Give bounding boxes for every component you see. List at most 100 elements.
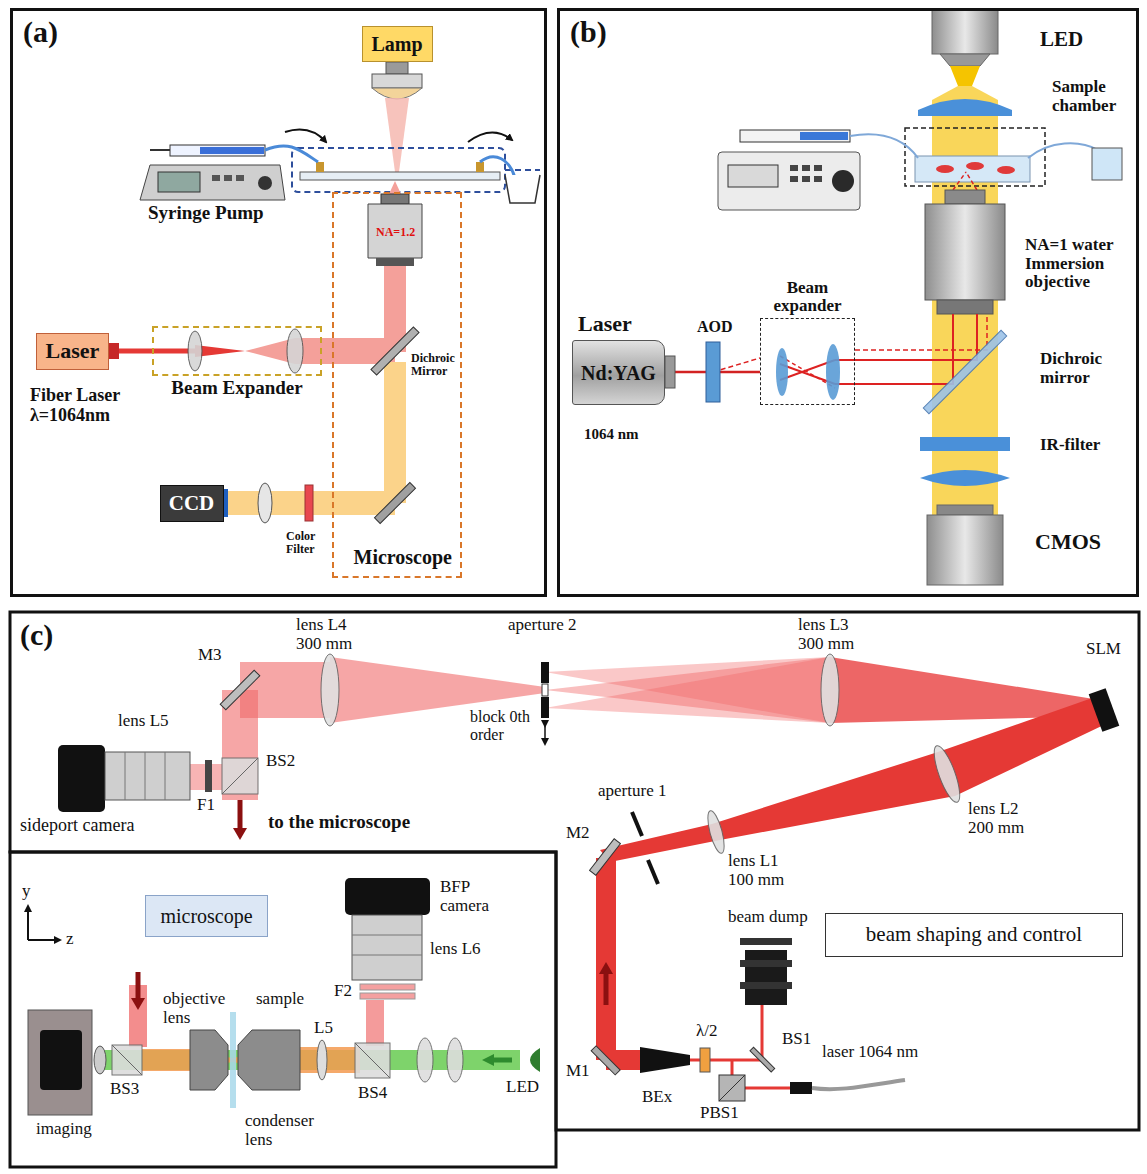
led-light — [950, 66, 980, 86]
camera-lens — [352, 915, 422, 980]
condenser-lens — [918, 99, 1012, 110]
syringe-liquid — [800, 132, 848, 140]
part-label: BFP camera — [440, 878, 502, 915]
beam-dump-fin — [740, 960, 792, 967]
pump-button — [224, 175, 232, 181]
color-filter — [305, 485, 313, 521]
part-label: lens L6 — [430, 940, 481, 959]
beam-splitter — [112, 1045, 142, 1075]
part-label: condenser lens — [245, 1112, 330, 1149]
part-label: LED — [506, 1078, 539, 1097]
lens — [821, 654, 839, 726]
box-heading: Beam expander — [768, 279, 848, 316]
mirror — [591, 1046, 620, 1075]
mirror — [374, 482, 415, 523]
part-label: Dichroic Mirror — [411, 352, 460, 378]
block — [542, 684, 548, 696]
beam-expander — [640, 1047, 690, 1073]
part-label: λ/2 — [696, 1022, 717, 1041]
part-label: y — [22, 882, 31, 901]
part-label: imaging — [36, 1120, 92, 1139]
laser-ray — [761, 1005, 764, 1060]
lens-ridge — [165, 752, 166, 800]
beam-splitter — [355, 1043, 390, 1078]
laser-ray — [745, 1087, 790, 1090]
part-label: lens L1 100 mm — [728, 852, 803, 889]
part-label: z — [66, 930, 74, 949]
lens — [188, 331, 202, 371]
lens — [705, 809, 728, 855]
laser-ray — [855, 314, 953, 384]
region-label: Microscope — [354, 546, 453, 568]
tube — [850, 134, 918, 158]
section-title: microscope — [160, 905, 252, 927]
tube-lens — [920, 470, 1010, 486]
direction-arrow — [136, 972, 141, 1004]
condenser-lens — [372, 88, 422, 99]
direction-arrow — [604, 968, 609, 1005]
lens — [321, 654, 339, 726]
fiber — [812, 1080, 905, 1089]
pump-button — [802, 165, 810, 171]
imaging-box — [28, 1010, 92, 1115]
diffraction-order — [545, 657, 830, 723]
cell — [997, 166, 1015, 174]
part-label: lens L4 300 mm — [296, 616, 371, 653]
lens-ridge — [352, 935, 422, 936]
part-label: Dichroic mirror — [1040, 350, 1125, 387]
part-label: Fiber Laser λ=1064nm — [30, 386, 150, 426]
part-label: lens L5 — [118, 712, 169, 731]
diffraction-order — [545, 657, 830, 723]
part-label: Laser — [578, 312, 632, 336]
pump-button — [236, 175, 244, 181]
laser-beam — [366, 1000, 384, 1046]
part-label: beam dump — [728, 908, 808, 927]
plunger — [150, 149, 170, 151]
lens — [94, 1046, 106, 1074]
axis — [27, 906, 29, 940]
tube — [1028, 143, 1098, 158]
objective-base — [376, 258, 414, 266]
laser-head: Nd:YAG — [572, 340, 665, 405]
outlet-pin — [476, 162, 484, 172]
aperture — [541, 697, 549, 718]
aperture — [541, 662, 549, 683]
tube — [265, 146, 318, 162]
part-label: block 0th order — [468, 708, 536, 743]
ir-filter — [920, 437, 1010, 451]
lens — [826, 344, 840, 400]
lens-ridge — [125, 752, 126, 800]
part-label: to the microscope — [268, 812, 410, 833]
inlet-pin — [316, 162, 324, 172]
objective — [925, 204, 1005, 300]
condenser — [372, 74, 422, 88]
image-beam — [384, 362, 406, 503]
axis — [28, 939, 60, 941]
aperture — [632, 812, 642, 836]
beam-connector — [224, 491, 333, 515]
section-title-box: beam shaping and control — [825, 913, 1123, 957]
led-housing — [932, 10, 998, 54]
lens — [317, 1040, 327, 1080]
part-label: Syringe Pump — [148, 203, 264, 224]
camera-box: CCD — [160, 485, 224, 522]
beaker — [1092, 148, 1122, 180]
part-label: aperture 2 — [508, 616, 576, 635]
fiber-connector — [790, 1082, 812, 1094]
dichroic-mirror — [923, 330, 1006, 413]
part-label: F2 — [334, 982, 352, 1001]
mirror — [220, 670, 260, 710]
filter — [205, 760, 212, 792]
part-label: BS2 — [266, 752, 295, 771]
part-label: M1 — [566, 1062, 590, 1081]
sample-chamber — [915, 156, 1030, 182]
beam-dump — [745, 950, 787, 1005]
direction-arrow — [238, 800, 243, 834]
flow-arrow — [468, 132, 512, 142]
beam-connector — [322, 338, 332, 364]
laser-ray — [855, 314, 987, 350]
part-label: aperture 1 — [598, 782, 666, 801]
laser-ray — [953, 172, 966, 190]
part-label: L5 — [314, 1019, 333, 1038]
pump-button — [790, 165, 798, 171]
